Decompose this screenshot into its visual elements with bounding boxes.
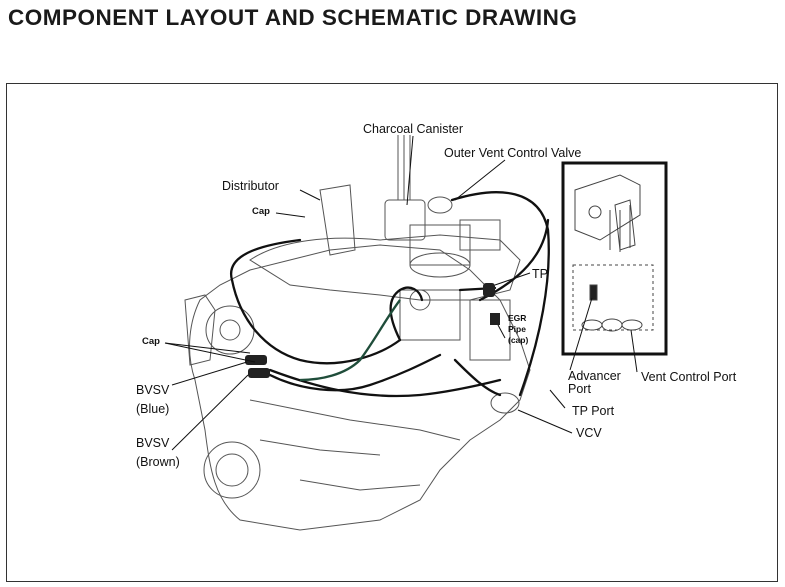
leader-cap-bvsv-b	[164, 342, 256, 363]
distributor-body	[319, 184, 356, 256]
hose-vent	[450, 191, 550, 397]
leader-cap-dist	[275, 212, 306, 218]
leader-outer-vent	[454, 159, 506, 201]
engine-block	[189, 244, 531, 531]
label-tp-inset: TP	[532, 267, 548, 281]
hose-distributor	[229, 238, 402, 365]
outer-vent-control-valve-body	[427, 196, 453, 214]
leader-vent-control	[630, 329, 638, 373]
label-cap-bvsv: Cap	[142, 336, 160, 347]
diagram-frame	[6, 83, 778, 582]
hose-bvsv-brown	[268, 368, 502, 398]
leader-egr	[497, 324, 506, 339]
label-egr-pipe-1: EGR	[508, 313, 527, 323]
hose-egr-loop	[389, 286, 424, 342]
label-tp-port: TP Port	[572, 404, 615, 418]
label-distributor: Distributor	[222, 179, 279, 193]
tp-fitting	[483, 283, 495, 297]
crank-pulley	[203, 441, 261, 499]
inset-detail	[561, 161, 668, 356]
label-outer-vent-control-valve: Outer Vent Control Valve	[444, 146, 582, 160]
egr-pipe-cap	[490, 313, 500, 325]
charcoal-canister-body	[384, 199, 426, 241]
label-cap-distributor: Cap	[252, 206, 270, 217]
label-advancer-port-1: Advancer	[568, 369, 621, 383]
label-egr-pipe-2: Pipe	[508, 324, 526, 334]
leader-tp	[494, 272, 531, 286]
leader-vcv	[517, 409, 573, 434]
label-vcv: VCV	[576, 426, 602, 440]
bvsv-brown-valve	[248, 368, 270, 378]
label-bvsv-brown-1: BVSV	[136, 436, 170, 450]
label-advancer-port-2: Port	[568, 382, 591, 396]
label-vent-control-port: Vent Control Port	[641, 370, 737, 384]
label-charcoal-canister: Charcoal Canister	[363, 122, 464, 136]
intake-manifold	[249, 234, 521, 301]
leader-charcoal-canister	[406, 135, 414, 206]
hose-green	[299, 299, 401, 382]
label-bvsv-blue-2: (Blue)	[136, 402, 170, 416]
leader-bvsv-brown	[171, 374, 249, 451]
hose-bvsv-blue	[268, 353, 442, 392]
label-bvsv-brown-2: (Brown)	[136, 455, 180, 469]
leader-distributor	[299, 189, 321, 201]
leader-bvsv-blue	[171, 361, 248, 386]
bvsv-blue-valve	[245, 355, 267, 365]
label-egr-pipe-3: (cap)	[508, 335, 529, 345]
leader-tp-port	[549, 389, 566, 409]
vcv-body	[490, 392, 520, 414]
leader-cap-bvsv-a	[164, 342, 251, 354]
label-bvsv-blue-1: BVSV	[136, 383, 170, 397]
leader-advancer	[569, 297, 593, 371]
page-title: COMPONENT LAYOUT AND SCHEMATIC DRAWING	[8, 5, 578, 30]
hose-vcv	[453, 358, 502, 397]
